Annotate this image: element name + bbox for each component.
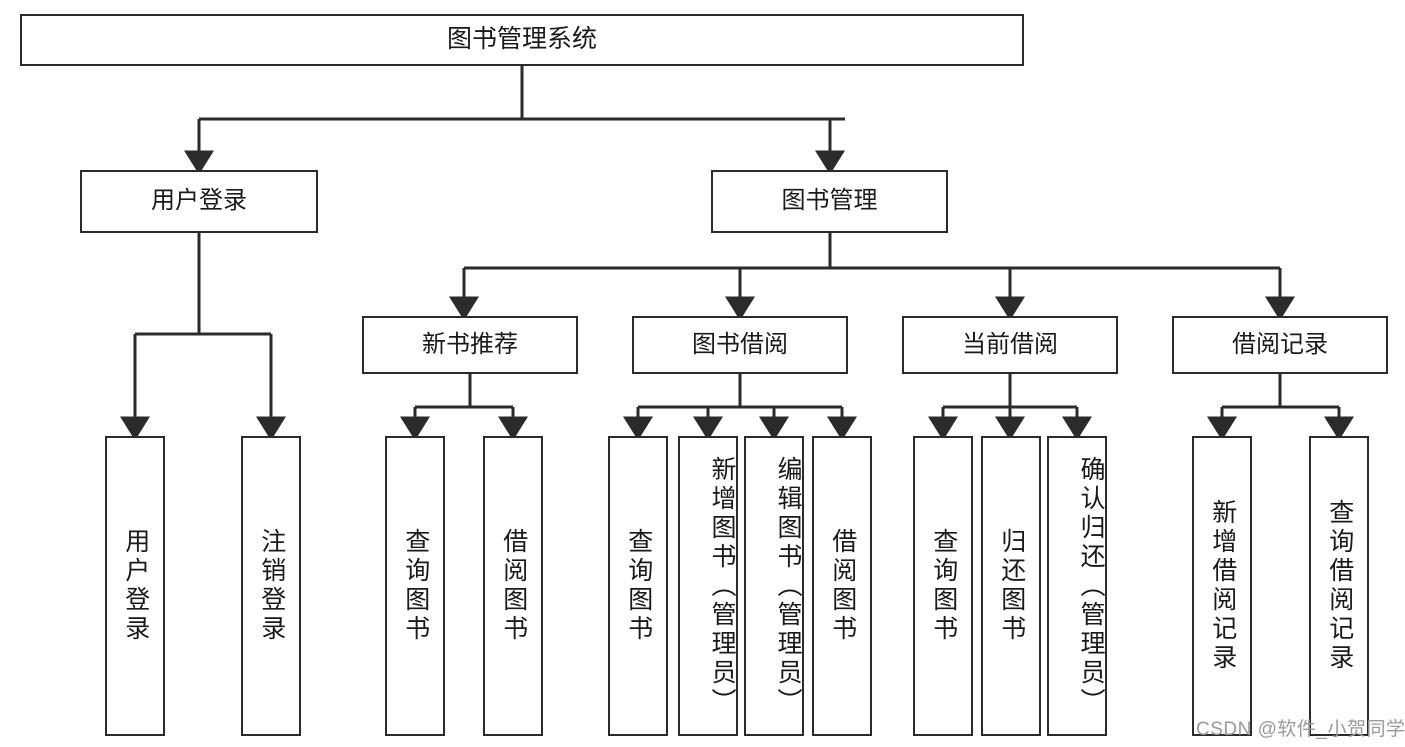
leaf-borrow-query[interactable]: 查询图书 — [608, 436, 668, 736]
leaf-borrow-lend[interactable]: 借阅图书 — [812, 436, 872, 736]
leaf-rec-add-label: 新增借阅记录 — [1208, 499, 1237, 673]
node-book-borrow-label: 图书借阅 — [692, 330, 788, 358]
leaf-rec-borrow-label: 借阅图书 — [499, 528, 528, 644]
leaf-borrow-add-label: 新增图书（管理员） — [708, 455, 736, 717]
leaf-borrow-edit-label: 编辑图书（管理员） — [774, 455, 802, 717]
leaf-cur-return-label: 归还图书 — [997, 528, 1026, 644]
leaf-rec-add[interactable]: 新增借阅记录 — [1192, 436, 1252, 736]
node-book-borrow[interactable]: 图书借阅 — [632, 316, 848, 374]
leaf-rec-borrow[interactable]: 借阅图书 — [483, 436, 543, 736]
leaf-rec-query-label: 查询图书 — [401, 528, 430, 644]
leaf-cur-confirm[interactable]: 确认归还（管理员） — [1047, 436, 1107, 736]
leaf-borrow-edit[interactable]: 编辑图书（管理员） — [744, 436, 804, 736]
leaf-cur-return[interactable]: 归还图书 — [981, 436, 1041, 736]
node-new-book-rec-label: 新书推荐 — [422, 330, 518, 358]
leaf-cur-query-label: 查询图书 — [929, 528, 958, 644]
node-borrow-record[interactable]: 借阅记录 — [1172, 316, 1388, 374]
node-user-login[interactable]: 用户登录 — [80, 170, 318, 233]
leaf-user-login[interactable]: 用户登录 — [105, 436, 165, 736]
node-borrow-record-label: 借阅记录 — [1232, 330, 1328, 358]
node-book-manage-label: 图书管理 — [781, 187, 878, 215]
node-root-label: 图书管理系统 — [446, 25, 597, 54]
node-root[interactable]: 图书管理系统 — [20, 14, 1024, 66]
leaf-user-logout-label: 注销登录 — [257, 528, 286, 644]
node-user-login-label: 用户登录 — [151, 187, 247, 215]
node-current-borrow[interactable]: 当前借阅 — [902, 316, 1118, 374]
watermark-text: CSDN @软件_小贺同学 — [1196, 719, 1405, 740]
node-current-borrow-label: 当前借阅 — [962, 330, 1058, 358]
leaf-borrow-add[interactable]: 新增图书（管理员） — [678, 436, 738, 736]
leaf-rec-query-record[interactable]: 查询借阅记录 — [1309, 436, 1369, 736]
leaf-rec-query[interactable]: 查询图书 — [385, 436, 445, 736]
leaf-user-logout[interactable]: 注销登录 — [241, 436, 301, 736]
leaf-borrow-lend-label: 借阅图书 — [828, 528, 857, 644]
leaf-cur-query[interactable]: 查询图书 — [913, 436, 973, 736]
node-book-manage[interactable]: 图书管理 — [711, 170, 948, 233]
leaf-cur-confirm-label: 确认归还（管理员） — [1077, 455, 1105, 717]
leaf-rec-query-record-label: 查询借阅记录 — [1325, 499, 1354, 673]
leaf-borrow-query-label: 查询图书 — [624, 528, 653, 644]
node-new-book-rec[interactable]: 新书推荐 — [362, 316, 578, 374]
leaf-user-login-label: 用户登录 — [121, 528, 150, 644]
